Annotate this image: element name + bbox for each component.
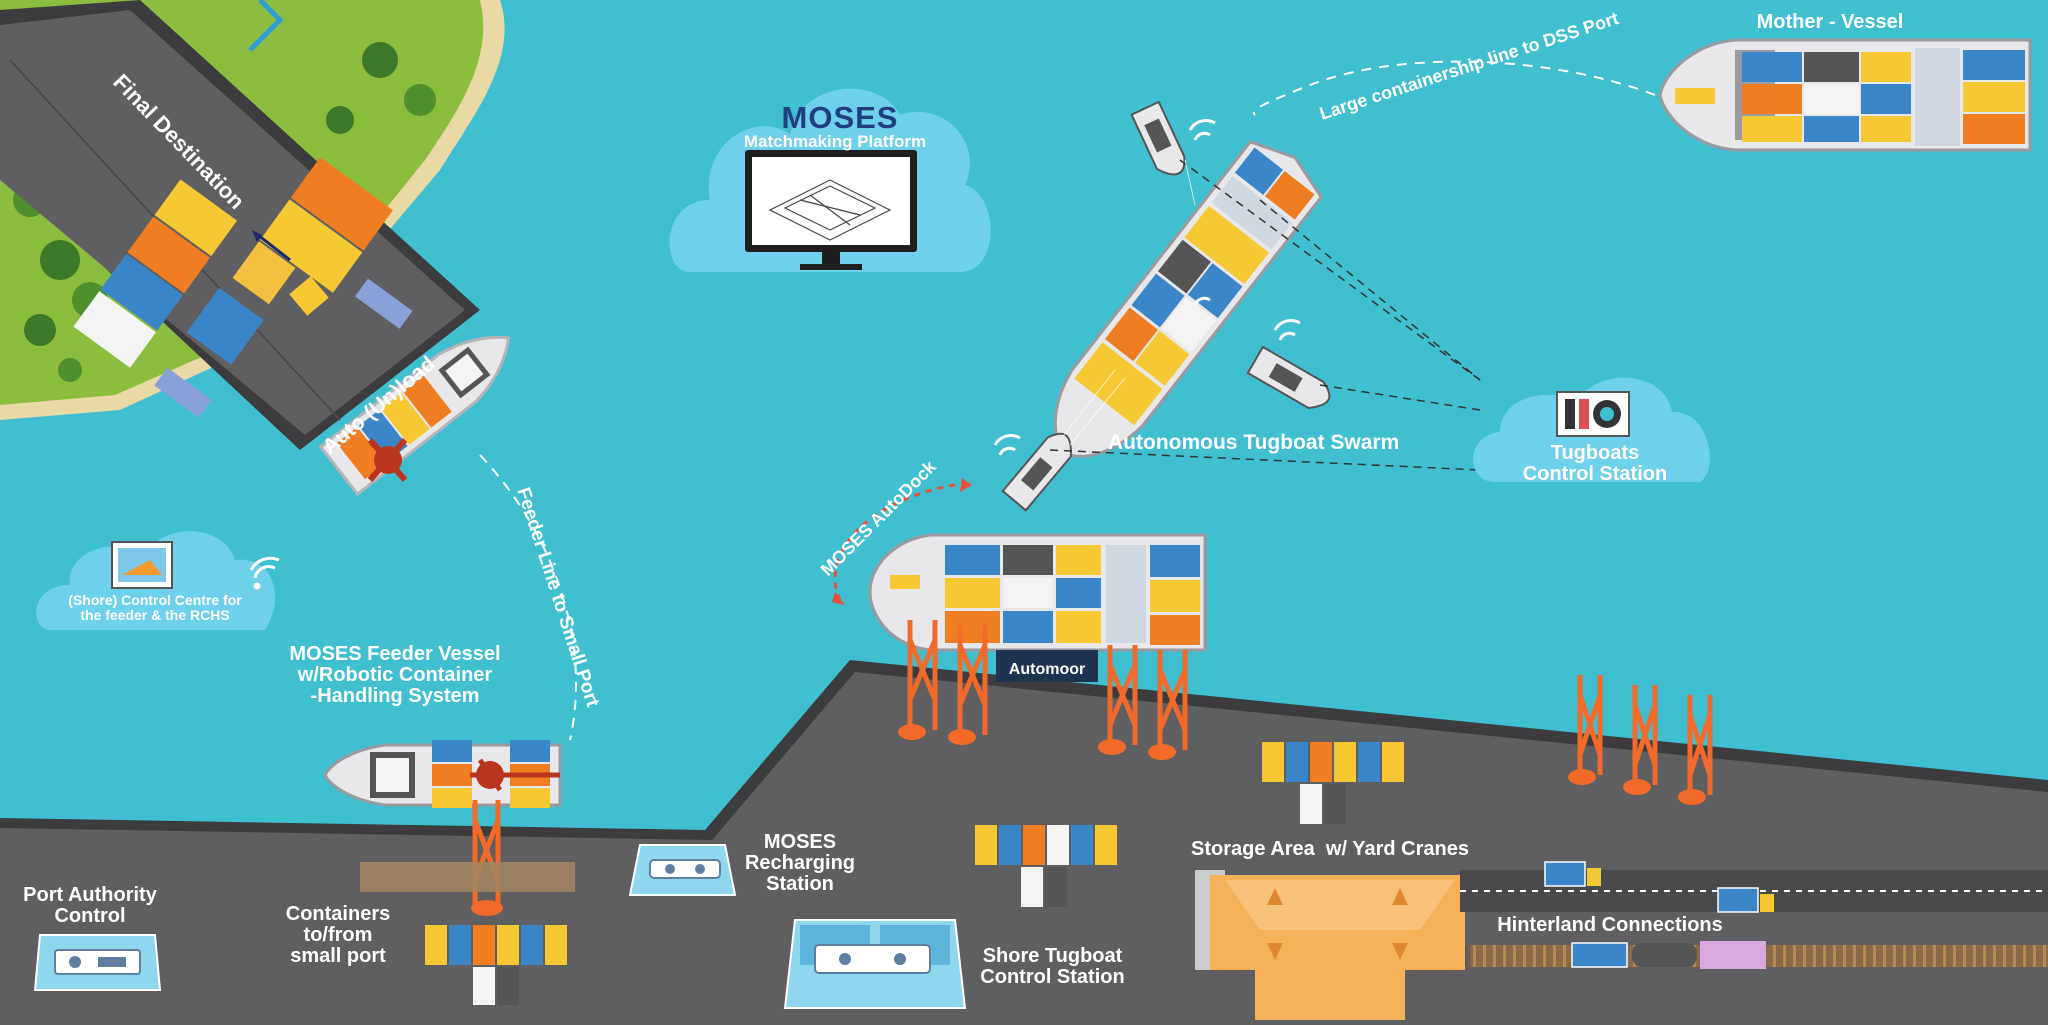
mother-vessel-label: Mother - Vessel bbox=[1756, 11, 1904, 33]
autodock-arrow bbox=[833, 482, 961, 601]
containers-line-3: small port bbox=[290, 945, 386, 967]
recharging-line-1: MOSES bbox=[763, 831, 837, 853]
container-stack-yard-1 bbox=[1262, 742, 1404, 824]
matchmaking-platform-label: Matchmaking Platform bbox=[743, 132, 927, 151]
large-line-route bbox=[1252, 60, 1656, 116]
moses-logo: MOSES bbox=[781, 100, 899, 135]
train-icon bbox=[1571, 941, 1766, 969]
recharging-station-label: MOSES Recharging Station bbox=[730, 832, 870, 895]
containers-small-port-label: Containers to/from small port bbox=[268, 904, 408, 967]
tugboat-icon bbox=[1130, 100, 1186, 176]
feeder-line-route bbox=[479, 454, 577, 741]
wifi-icon bbox=[249, 556, 280, 590]
tugboat-icon-2 bbox=[1246, 345, 1331, 410]
recharging-line-3: Station bbox=[766, 873, 834, 895]
recharging-line-2: Recharging bbox=[744, 852, 856, 874]
mother-vessel bbox=[1658, 38, 2032, 152]
truck-icon bbox=[1544, 861, 1774, 913]
port-authority-line-1: Port Authority bbox=[23, 884, 157, 906]
port-authority-icon bbox=[33, 934, 162, 991]
shore-control-line-1: (Shore) Control Centre for bbox=[68, 592, 242, 608]
tugboat-swarm-label: Autonomous Tugboat Swarm bbox=[1108, 431, 1399, 454]
small-port-rails bbox=[360, 862, 575, 892]
quay-cranes bbox=[907, 620, 1713, 795]
port-authority-label: Port Authority Control bbox=[5, 885, 175, 927]
feeder-vessel-line-2: w/Robotic Container bbox=[297, 664, 493, 686]
tugboats-control-line-2: Control Station bbox=[1522, 463, 1668, 485]
wifi-icon-tug bbox=[993, 119, 1301, 456]
crane-feet bbox=[898, 724, 1706, 805]
feeder-vessel-unloading bbox=[318, 335, 511, 497]
feeder-vessel-line-1: MOSES Feeder Vessel bbox=[289, 643, 501, 665]
feeder-vessel-line-3: -Handling System bbox=[310, 685, 480, 707]
shore-control-centre-label: (Shore) Control Centre for the feeder & … bbox=[40, 593, 270, 622]
shore-tugboat-line-2: Control Station bbox=[980, 966, 1125, 988]
control-panel-icon bbox=[1556, 391, 1630, 437]
hinterland-label: Hinterland Connections bbox=[1497, 914, 1723, 936]
containers-line-1: Containers bbox=[285, 903, 391, 925]
final-destination-pier bbox=[0, 0, 480, 450]
tugboat-icon-3 bbox=[1001, 432, 1072, 512]
container-stack-yard-2 bbox=[975, 825, 1117, 907]
shore-control-line-2: the feeder & the RCHS bbox=[80, 606, 230, 623]
containership-towed bbox=[1053, 139, 1324, 458]
shore-tugboat-station-label: Shore Tugboat Control Station bbox=[960, 946, 1145, 988]
containers-line-2: to/from bbox=[303, 924, 373, 946]
port-authority-line-2: Control bbox=[54, 905, 126, 927]
tow-lines bbox=[1049, 159, 1481, 471]
automoor-label: Automoor bbox=[1009, 661, 1085, 678]
storage-area-building bbox=[1195, 870, 1465, 1020]
docked-ship bbox=[868, 533, 1207, 652]
container-stack-small-port bbox=[425, 925, 567, 1005]
storage-area-label: Storage Area w/ Yard Cranes bbox=[1191, 838, 1469, 860]
tugboats-control-line-1: Tugboats bbox=[1550, 442, 1640, 464]
automoor-panel bbox=[996, 650, 1098, 682]
feeder-vessel-small-port bbox=[323, 740, 562, 808]
crane-icon bbox=[367, 438, 408, 482]
shore-tugboat-line-1: Shore Tugboat bbox=[982, 945, 1123, 967]
robotic-crane-icon bbox=[470, 758, 560, 792]
wifi-icon-feeder bbox=[1193, 296, 1211, 306]
shore-tugboat-station-icon bbox=[783, 919, 967, 1009]
tugboats-control-station-label: Tugboats Control Station bbox=[1490, 443, 1700, 485]
feeder-vessel-label: MOSES Feeder Vessel w/Robotic Container … bbox=[270, 644, 520, 707]
monitor-icon-platform bbox=[745, 150, 917, 270]
recharging-station-icon bbox=[628, 844, 737, 896]
monitor-icon bbox=[111, 541, 173, 589]
